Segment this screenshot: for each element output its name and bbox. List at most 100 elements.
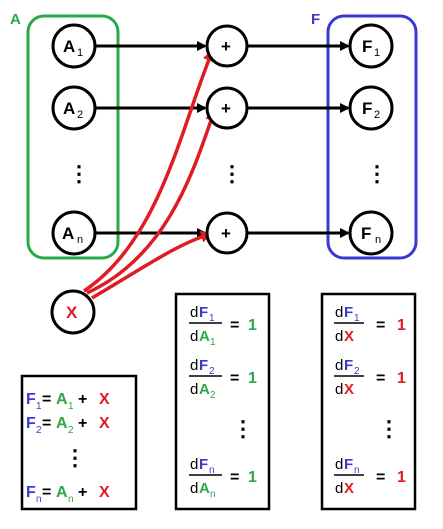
df-dx-box: d F 1 d X = 1 d F 2 d X = 1 ⋮ d F n d X … [320,292,417,511]
svg-text:F: F [199,304,208,321]
node-plusn-sign: + [221,224,231,243]
svg-text:F: F [199,456,208,473]
node-an-sub: n [77,234,83,246]
svg-text:X: X [99,484,110,501]
node-plus2-sign: + [221,99,231,118]
sum-equations-ellipsis: ⋮ [64,445,86,470]
node-a1-letter: A [63,37,75,56]
sum-equation-2: F 2 = A 2 + X [26,415,110,436]
node-a2-sub: 2 [77,109,83,121]
svg-text:=: = [42,484,51,501]
svg-text:A: A [56,391,68,408]
svg-text:d: d [335,456,343,473]
node-plusn: + [205,211,249,255]
svg-text:d: d [335,480,343,497]
svg-text:d: d [190,328,198,345]
svg-text:d: d [190,357,198,374]
svg-text:d: d [335,381,343,398]
svg-text:n: n [36,494,42,505]
f-column-ellipsis: ⋮ [366,161,388,186]
node-f1-sub: 1 [374,47,380,59]
node-f2-sub: 2 [374,109,380,121]
group-a-label: A [10,11,21,28]
svg-text:F: F [344,357,353,374]
group-f-label: F [311,11,320,28]
svg-text:F: F [344,304,353,321]
node-a1-sub: 1 [77,47,83,59]
node-a2-letter: A [63,99,75,118]
svg-text:d: d [335,304,343,321]
svg-text:2: 2 [354,366,360,377]
svg-text:2: 2 [36,425,42,436]
df-dx-row-n: d F n d X = 1 [334,456,406,497]
svg-text:2: 2 [68,425,74,436]
node-fn-sub: n [375,234,381,246]
node-an: A n [51,210,97,256]
svg-text:1: 1 [397,317,406,334]
node-a1: A 1 [51,23,97,69]
svg-text:1: 1 [354,313,360,324]
node-an-letter: A [62,224,74,243]
svg-text:+: + [78,415,87,432]
svg-text:=: = [230,317,239,334]
svg-text:n: n [68,494,74,505]
svg-text:A: A [199,381,210,398]
svg-text:=: = [42,391,51,408]
svg-text:d: d [190,456,198,473]
svg-text:d: d [335,328,343,345]
svg-text:F: F [344,456,353,473]
group-f-box [326,14,418,260]
df-da-row-1: d F 1 d A 1 = 1 [189,304,257,348]
node-plus2: + [205,86,249,130]
sum-equation-1: F 1 = A 1 + X [26,391,110,412]
svg-text:X: X [344,480,354,497]
node-x-letter: X [66,303,78,322]
node-f2: F 2 [348,85,394,131]
svg-text:F: F [26,484,36,501]
svg-text:A: A [56,484,68,501]
svg-text:X: X [344,381,354,398]
df-dx-ellipsis: ⋮ [378,416,400,441]
svg-text:n: n [354,465,360,476]
svg-text:1: 1 [248,469,257,486]
svg-text:d: d [335,357,343,374]
node-fn-letter: F [361,224,371,243]
svg-text:d: d [190,480,198,497]
df-dx-row-2: d F 2 d X = 1 [334,357,406,398]
node-a2: A 2 [51,85,97,131]
svg-text:1: 1 [397,469,406,486]
edge-x-plus1 [83,49,215,293]
node-f1-letter: F [362,37,372,56]
svg-text:1: 1 [210,337,216,348]
svg-text:A: A [199,328,210,345]
svg-text:d: d [190,381,198,398]
svg-text:=: = [230,469,239,486]
a-column-ellipsis: ⋮ [68,161,90,186]
svg-text:=: = [376,317,385,334]
svg-text:X: X [99,391,110,408]
svg-text:2: 2 [209,366,215,377]
svg-text:1: 1 [248,317,257,334]
node-fn: F n [348,210,394,256]
svg-text:F: F [26,415,36,432]
df-da-row-n: d F n d A n = 1 [189,456,257,500]
sum-equations-box: F 1 = A 1 + X F 2 = A 2 + X ⋮ F n = A n … [20,374,138,511]
svg-text:=: = [230,370,239,387]
svg-text:A: A [199,480,210,497]
node-plus1: + [205,24,249,68]
svg-text:1: 1 [248,370,257,387]
node-x: X [50,289,96,335]
svg-text:=: = [376,370,385,387]
df-dx-row-1: d F 1 d X = 1 [334,304,406,345]
svg-text:F: F [26,391,36,408]
svg-text:=: = [42,415,51,432]
svg-text:=: = [376,469,385,486]
node-plus1-sign: + [221,37,231,56]
group-a-box [26,14,120,260]
sum-equation-n: F n = A n + X [26,484,110,505]
df-da-box: d F 1 d A 1 = 1 d F 2 d A 2 = 1 ⋮ d F n … [174,292,271,511]
svg-text:d: d [190,304,198,321]
svg-text:2: 2 [210,390,216,401]
svg-text:+: + [78,391,87,408]
